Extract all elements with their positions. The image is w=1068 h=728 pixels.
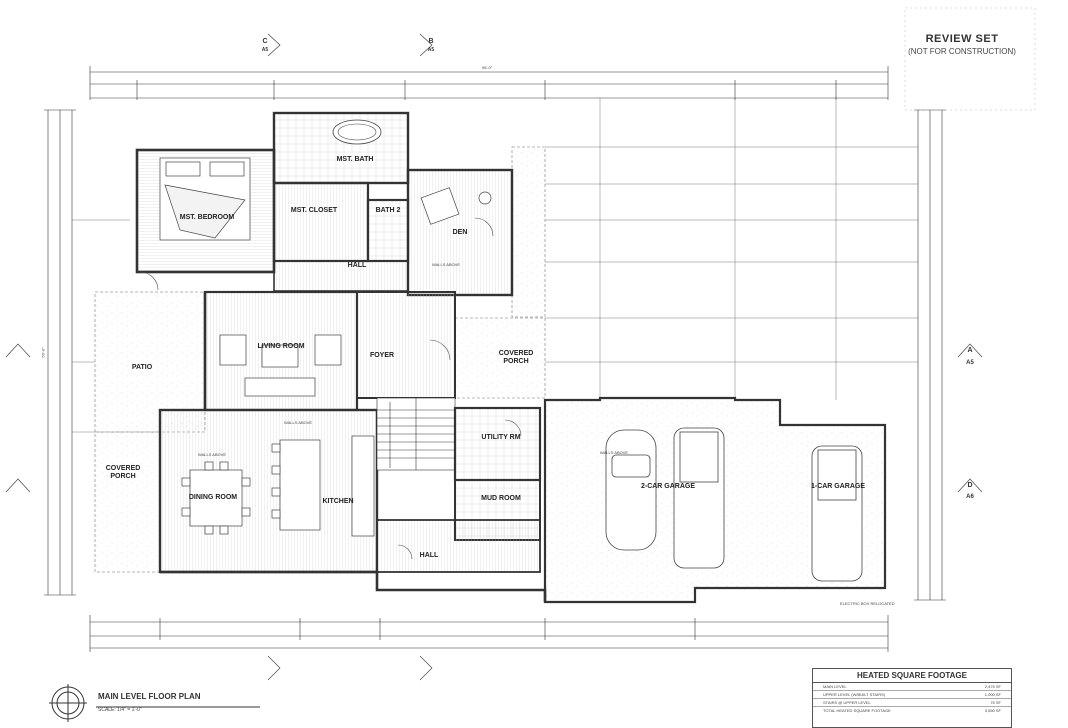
bottom-dimension-lines (89, 615, 889, 652)
section-marker-a-sheet: A5 (966, 360, 974, 366)
plan-title: MAIN LEVEL FLOOR PLAN (98, 692, 201, 701)
den-chair (420, 187, 492, 225)
section-marker-d-sheet: A6 (966, 494, 974, 500)
note-walls-above-4: WALLS ABOVE (600, 450, 629, 455)
garage-cars (605, 427, 863, 582)
stairs (376, 397, 456, 471)
door-swings (139, 217, 522, 560)
label-covered-porch-side: COVERED PORCH (105, 465, 141, 480)
label-mst-bedroom: MST. BEDROOM (179, 214, 235, 221)
grid-lines (72, 98, 918, 433)
label-covered-porch-front: COVERED PORCH (498, 350, 534, 365)
label-kitchen: KITCHEN (322, 498, 354, 505)
bathtub (332, 119, 382, 145)
review-stamp: REVIEW SET (NOT FOR CONSTRUCTION) (902, 33, 1022, 56)
note-walls-above-2: WALLS ABOVE (284, 420, 313, 425)
dim-overall-top: 96'-0" (482, 65, 493, 70)
den-porch-area (511, 146, 546, 318)
section-marker-b-sheet: A5 (427, 47, 435, 53)
north-arrow (49, 684, 87, 722)
sqft-row: UPPER LEVEL (W/BUILT STAIRS)1,000 SF (813, 691, 1011, 699)
label-mst-bath: MST. BATH (336, 156, 374, 163)
label-hall-upper: HALL (347, 262, 367, 269)
side-dimension-lines (44, 109, 946, 601)
section-marker-b: B (428, 38, 434, 45)
plan-scale: SCALE: 1/4" = 1'-0" (98, 707, 142, 713)
review-stamp-subtitle: (NOT FOR CONSTRUCTION) (908, 47, 1016, 56)
label-2-car-garage: 2-CAR GARAGE (640, 483, 696, 490)
label-utility-rm: UTILITY RM (481, 434, 521, 441)
section-marker-c-sheet: A5 (261, 47, 269, 53)
section-marker-d: D (967, 482, 973, 489)
mst-closet-floor (272, 181, 370, 263)
label-patio: PATIO (131, 364, 153, 371)
hall-lower-floor (376, 519, 541, 573)
patio-area (94, 291, 206, 433)
kitchen-island (271, 435, 375, 537)
foyer-floor (356, 291, 456, 399)
top-dimension-lines (89, 66, 889, 100)
dim-overall-left: 56'-0" (40, 347, 46, 358)
label-hall-lower: HALL (419, 552, 439, 559)
living-furniture (219, 334, 342, 397)
bed (159, 157, 251, 241)
utility-room-floor (453, 406, 542, 482)
note-walls-above-3: WALLS ABOVE (198, 452, 227, 457)
label-dining-room: DINING ROOM (188, 494, 238, 501)
label-den: DEN (452, 229, 468, 236)
label-1-car-garage: 1-CAR GARAGE (810, 483, 866, 490)
section-marker-arrows (5, 33, 983, 681)
den-floor (406, 168, 514, 297)
dining-table (181, 461, 251, 535)
exterior-wall-south (160, 570, 547, 602)
covered-porch-front-area (454, 317, 546, 399)
covered-porch-side-area (94, 431, 161, 573)
label-bath2: BATH 2 (375, 207, 401, 214)
label-mud-room: MUD ROOM (481, 495, 521, 502)
note-walls-above-1: WALLS ABOVE (432, 262, 461, 267)
label-foyer: FOYER (369, 352, 395, 359)
label-mst-closet: MST. CLOSET (290, 207, 338, 214)
note-electric-box: ELECTRIC BOX RELOCATED (840, 601, 895, 606)
hall-upper-floor (273, 260, 409, 292)
review-stamp-title: REVIEW SET (925, 33, 999, 45)
sqft-table-title: HEATED SQUARE FOOTAGE (813, 669, 1011, 683)
section-marker-a: A (967, 347, 973, 354)
label-living-room: LIVING ROOM (257, 343, 305, 350)
review-stamp-border (904, 7, 1036, 111)
section-marker-c: C (262, 38, 268, 45)
